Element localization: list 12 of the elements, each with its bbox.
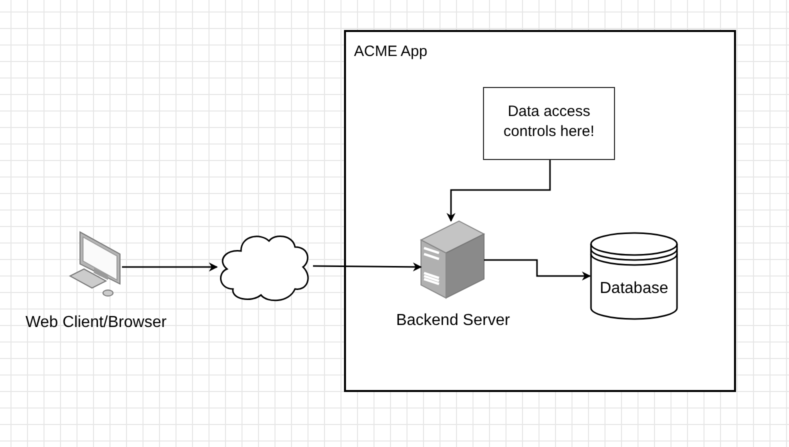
- node-label: ACME App: [354, 42, 428, 62]
- arrow: [313, 262, 422, 272]
- container-box: [344, 30, 736, 392]
- node-label: Backend Server: [395, 311, 511, 331]
- arrow: [446, 160, 551, 222]
- arrow: [122, 262, 218, 272]
- node-label: Web Client/Browser: [24, 313, 168, 333]
- node-label: Data access controls here!: [502, 102, 596, 142]
- database-cylinder: [590, 232, 678, 320]
- note-box: [483, 87, 615, 160]
- arrow: [484, 259, 591, 280]
- node-label: Database: [598, 279, 670, 299]
